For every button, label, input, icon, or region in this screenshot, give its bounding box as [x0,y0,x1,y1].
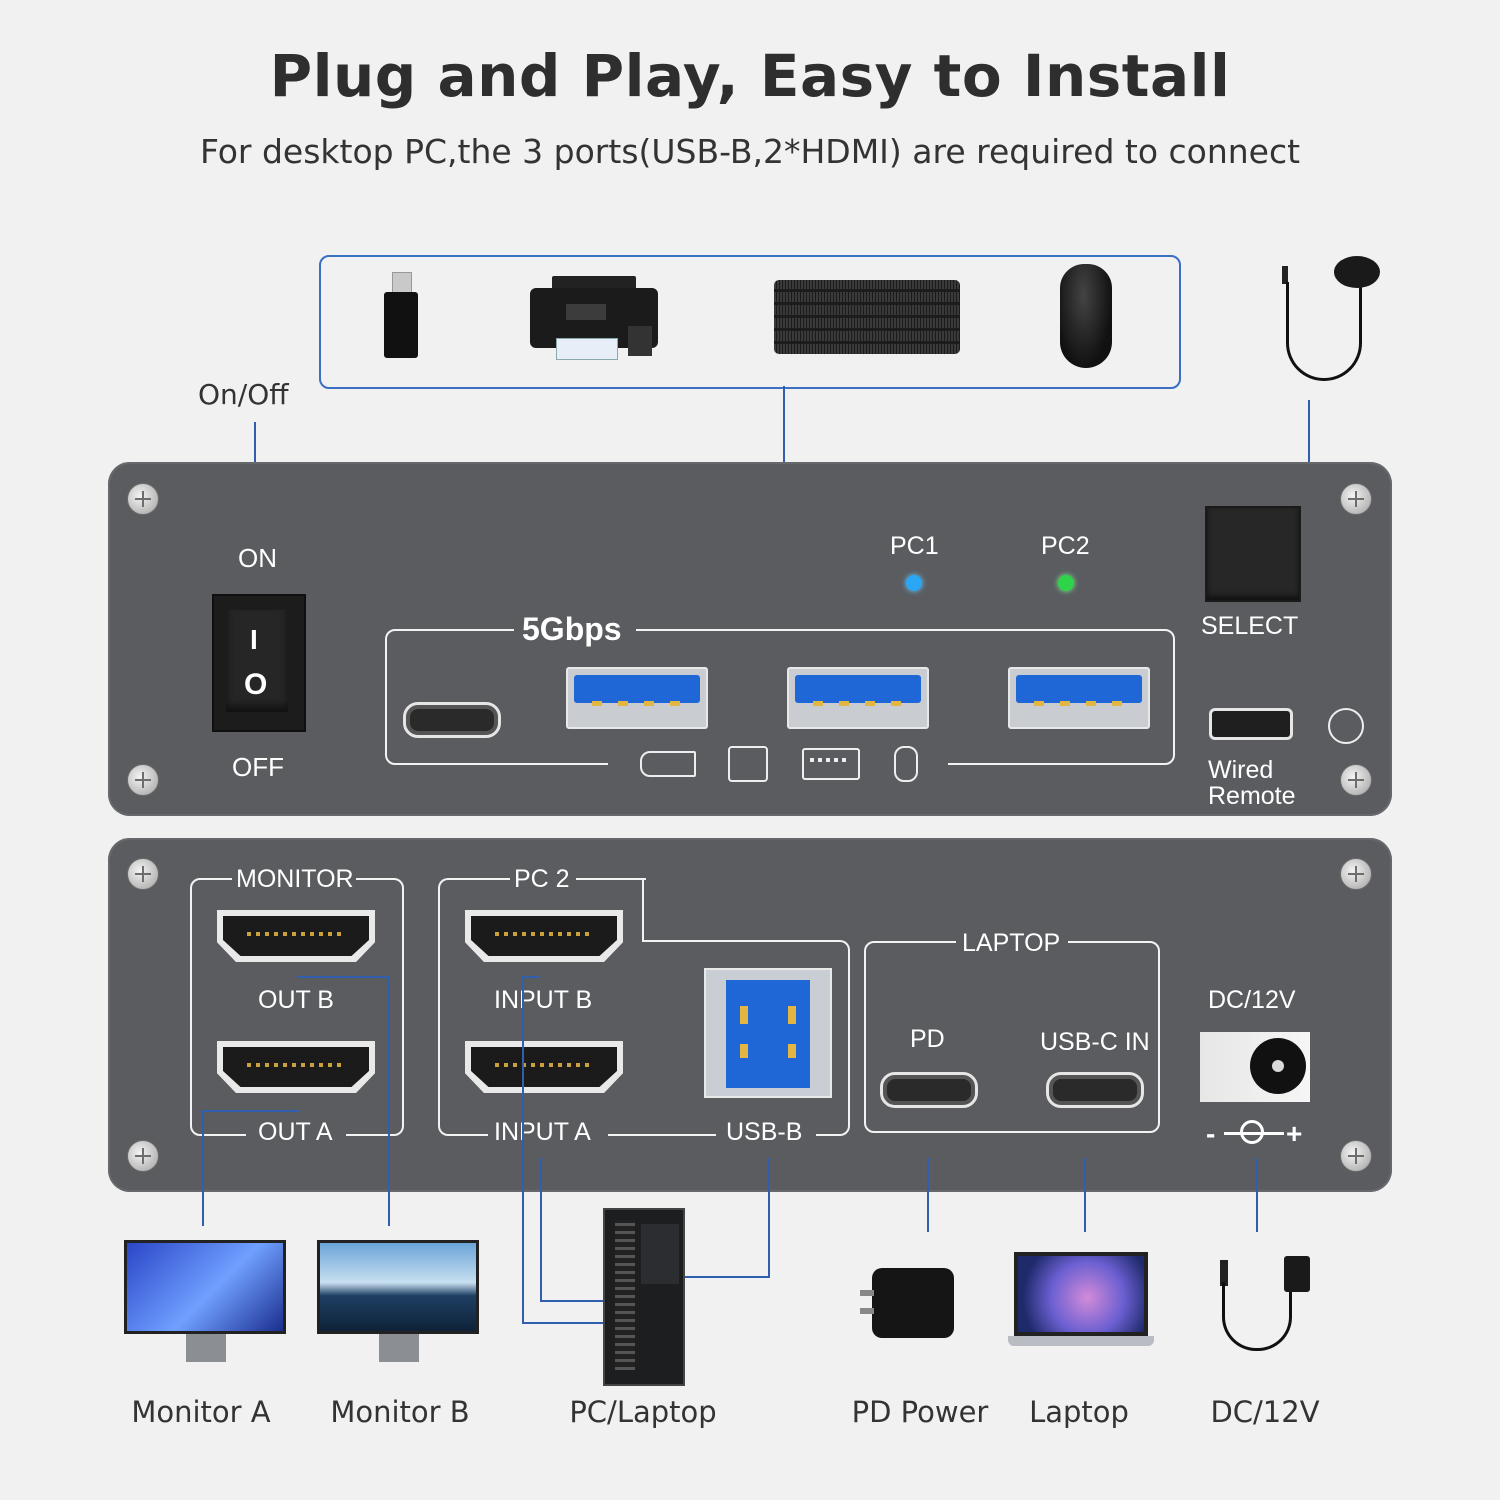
pd-label: PD [910,1025,945,1053]
input-a-label: INPUT A [494,1118,591,1146]
usbc-in-label: USB-C IN [1040,1028,1150,1056]
hdmi-out-b-port[interactable] [217,910,375,962]
pc1-label: PC1 [890,532,939,560]
pc2-frame-right [642,878,644,940]
pd-line [927,1158,929,1232]
hdmi-input-b-port[interactable] [465,910,623,962]
pc2-led [1058,575,1074,591]
input-b-line-h [522,976,540,978]
monitor-a-line-h [202,1110,300,1112]
hdmi-input-a-port[interactable] [465,1041,623,1093]
pd-usb-c-port[interactable] [880,1072,978,1108]
out-b-label: OUT B [258,986,334,1014]
onoff-label: On/Off [198,378,289,411]
dc-line [1256,1158,1258,1232]
laptop-device-label: Laptop [1029,1395,1129,1429]
input-b-line-h2 [522,1322,622,1324]
laptop-icon [1008,1252,1154,1350]
monitor-label: MONITOR [236,865,354,893]
pd-charger-icon [860,1268,954,1338]
usb-b-line-h [626,1276,770,1278]
power-switch[interactable]: I O [212,594,306,732]
usb-a-port-1[interactable] [566,667,708,729]
out-a-label-bg [246,1120,346,1148]
screw-icon [127,483,159,515]
screw-icon [1340,1140,1372,1172]
out-a-label: OUT A [258,1118,333,1146]
polarity-circle-icon [1240,1120,1264,1144]
mouse-small-icon [894,746,918,782]
screw-icon [1340,858,1372,890]
keyboard-icon [774,280,960,354]
usb-b-label: USB-B [726,1118,803,1146]
switch-i-label: I [250,624,258,655]
laptop-label-bg [956,928,1068,958]
monitor-b-icon [317,1240,479,1366]
speed-label-bg [514,610,636,650]
wired-remote-label-1: Wired [1208,756,1274,784]
screw-icon [1340,483,1372,515]
wired-remote-icon [1280,252,1390,382]
usb-b-port[interactable] [704,968,832,1098]
laptop-line [1084,1158,1086,1232]
laptop-usb-c-port[interactable] [1046,1072,1144,1108]
pc1-led [906,575,922,591]
input-a-label-bg [488,1120,608,1148]
pc2-port-label: PC 2 [514,865,570,893]
polarity-minus: - [1206,1118,1216,1149]
wired-remote-port[interactable] [1209,708,1293,740]
dc-label: DC/12V [1208,986,1296,1014]
printer-icon [530,276,658,362]
monitor-b-line-h [298,976,390,978]
usb-a-port-2[interactable] [787,667,929,729]
dc-device-label: DC/12V [1210,1395,1320,1429]
monitor-b-label: Monitor B [330,1395,470,1429]
input-b-label: INPUT B [494,986,593,1014]
dc-power-jack[interactable] [1200,1032,1310,1102]
pd-power-label: PD Power [851,1395,989,1429]
usb-b-line-v [768,1158,770,1278]
usb-b-label-bg [716,1120,816,1148]
pc-laptop-label: PC/Laptop [569,1395,717,1429]
input-a-line-v [540,1158,542,1302]
hdmi-out-a-port[interactable] [217,1041,375,1093]
page-subtitle: For desktop PC,the 3 ports(USB-B,2*HDMI)… [199,132,1301,171]
dc-adapter-icon [1216,1252,1312,1352]
peripherals-box [319,255,1181,389]
on-label: ON [238,543,277,573]
pc-tower-icon [603,1208,685,1386]
pc2-label: PC2 [1041,532,1090,560]
printer-small-icon [728,746,768,782]
monitor-a-label: Monitor A [131,1395,271,1429]
monitor-label-bg [232,864,356,894]
pc2-frame-patch [634,942,646,1130]
monitor-a-line-v [202,1110,204,1226]
remote-symbol-icon [1328,708,1364,744]
off-label: OFF [232,752,284,782]
usb-drive-small-icon [640,751,696,777]
input-a-line-h [540,1300,620,1302]
screw-icon [127,764,159,796]
page-title: Plug and Play, Easy to Install [269,42,1231,110]
screw-icon [127,1140,159,1172]
laptop-label: LAPTOP [962,929,1061,957]
screw-icon [1340,764,1372,796]
usb-c-port[interactable] [403,702,501,738]
select-button[interactable] [1205,506,1301,602]
pc2-label-bg [510,864,576,894]
input-b-line-v [522,976,524,1324]
screw-icon [127,858,159,890]
speed-label: 5Gbps [522,611,622,647]
usb-drive-icon [384,272,418,358]
keyboard-small-icon [802,748,860,780]
monitor-a-icon [124,1240,286,1366]
usb-a-port-3[interactable] [1008,667,1150,729]
monitor-b-line-v [388,976,390,1226]
mouse-icon [1060,264,1112,368]
polarity-plus: + [1286,1118,1303,1149]
switch-o-label: O [244,668,268,701]
select-label: SELECT [1201,612,1299,640]
wired-remote-label-2: Remote [1208,782,1296,810]
